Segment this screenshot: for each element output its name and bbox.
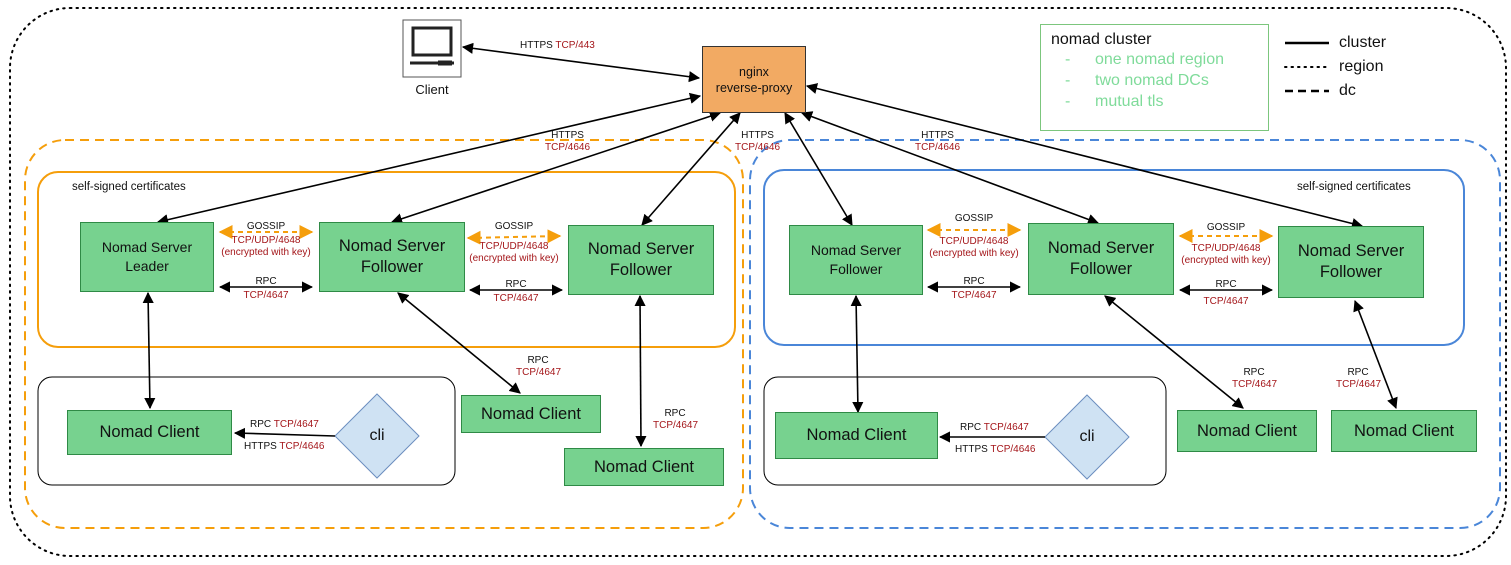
client-monitor-icon	[402, 19, 462, 78]
nginx-reverse-proxy[interactable]: nginx reverse-proxy	[702, 46, 806, 113]
legend-key-region: region	[1284, 58, 1384, 75]
legend-box: nomad cluster -one nomad region -two nom…	[1040, 24, 1269, 131]
dc1-cli-diamond	[334, 393, 420, 479]
dc2-nomad-client-1[interactable]: Nomad Client	[775, 412, 938, 459]
dc1-server-follower-1[interactable]: Nomad Server Follower	[319, 222, 465, 292]
https-label: HTTPS TCP/443	[520, 40, 595, 51]
rpc-label: RPC TCP/4647	[250, 419, 319, 430]
legend-key-dc: dc	[1285, 82, 1356, 99]
dc2-cli[interactable]: cli	[1079, 428, 1095, 445]
legend-title: nomad cluster	[1051, 31, 1152, 48]
legend-item: -two nomad DCs	[1065, 72, 1209, 89]
dc2-cert-label: self-signed certificates	[1297, 181, 1411, 193]
rpc-label: RPC	[255, 276, 277, 287]
https-label: HTTPS TCP/4646	[955, 444, 1036, 455]
dc1-nomad-client-3[interactable]: Nomad Client	[564, 448, 724, 486]
dc2-server-follower-2[interactable]: Nomad Server Follower	[1028, 223, 1174, 295]
gossip-label: GOSSIP	[954, 213, 994, 224]
rpc-label: RPC	[963, 276, 985, 287]
rpc-label: RPC TCP/4647	[960, 422, 1029, 433]
dc2-server-follower-3[interactable]: Nomad Server Follower	[1278, 226, 1424, 298]
dc1-nomad-client-1[interactable]: Nomad Client	[67, 410, 232, 455]
gossip-label: GOSSIP	[1206, 222, 1246, 233]
gossip-port-label: TCP/UDP/4648(encrypted with key)	[1181, 243, 1271, 266]
dc2-server-follower-1[interactable]: Nomad Server Follower	[789, 225, 923, 295]
dc1-cert-label: self-signed certificates	[72, 181, 186, 193]
client-label: Client	[415, 82, 449, 97]
nginx-label: nginx reverse-proxy	[715, 64, 793, 95]
dc2-client-group	[763, 376, 1167, 486]
dc1-server-leader[interactable]: Nomad Server Leader	[80, 222, 214, 292]
dc2-cli-diamond	[1044, 394, 1130, 480]
rpc-label: RPC	[505, 279, 527, 290]
rpc-port-label: TCP/4647	[243, 290, 289, 301]
gossip-port-label: TCP/UDP/4648(encrypted with key)	[469, 241, 559, 264]
legend-item: -mutual tls	[1065, 93, 1164, 110]
rpc-port-label: TCP/4647	[493, 293, 539, 304]
gossip-label: GOSSIP	[246, 221, 286, 232]
rpc-port-label: TCP/4647	[1203, 296, 1249, 307]
gossip-port-label: TCP/UDP/4648(encrypted with key)	[221, 235, 311, 258]
dc2-nomad-client-3[interactable]: Nomad Client	[1331, 410, 1477, 452]
region-boundary	[9, 7, 1507, 557]
dc1-nomad-client-2[interactable]: Nomad Client	[461, 395, 601, 433]
https-label: HTTPS TCP/4646	[244, 441, 325, 452]
dc2-boundary	[749, 139, 1501, 529]
rpc-port-label: TCP/4647	[951, 290, 997, 301]
dc1-client-group	[37, 376, 456, 486]
gossip-label: GOSSIP	[494, 221, 534, 232]
rpc-label: RPC	[1215, 279, 1237, 290]
legend-key-cluster: cluster	[1285, 34, 1387, 51]
dc1-server-follower-2[interactable]: Nomad Server Follower	[568, 225, 714, 295]
dc1-cli[interactable]: cli	[369, 427, 385, 444]
gossip-port-label: TCP/UDP/4648(encrypted with key)	[929, 236, 1019, 259]
legend-item: -one nomad region	[1065, 51, 1224, 68]
dc2-nomad-client-2[interactable]: Nomad Client	[1177, 410, 1317, 452]
